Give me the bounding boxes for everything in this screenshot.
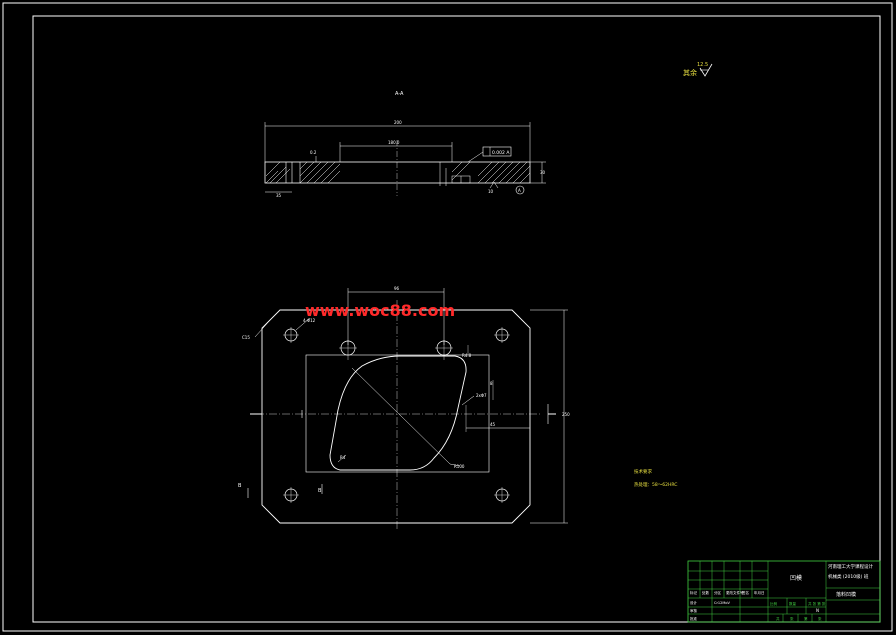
dim-hole: 2xΦ7 <box>476 393 487 398</box>
dim-bore: 180.0 <box>388 140 400 145</box>
title-sign-design: 设计 <box>690 600 698 605</box>
section-marker-left: B <box>238 483 242 489</box>
title-row-label-4: 签名 <box>742 590 749 595</box>
surface-finish-label: 其余 <box>683 68 697 77</box>
title-bottom-1: 张 <box>790 616 794 621</box>
dim-height: 30 <box>540 170 546 175</box>
section-label: A-A <box>395 91 404 97</box>
tech-notes-line1: 热处理：58～62HRC <box>634 481 677 488</box>
title-part-name: 凹模 <box>790 574 802 582</box>
dim-inner-right: R4.8 <box>462 353 472 358</box>
sheet-inner-border <box>32 15 881 623</box>
dim-offset: 45 <box>490 422 496 427</box>
title-bottom-0: 共 <box>776 616 780 621</box>
die-opening-profile <box>329 355 467 471</box>
dim-hole-note: 4-Φ12 <box>303 318 316 323</box>
section-view: A-A 200 180.0 30 <box>264 91 546 198</box>
feature-control-frame: 0.002 A <box>492 150 510 156</box>
surface-finish-value: 12.5 <box>697 62 708 68</box>
title-block: 河南理工大学课程设计 机械类 (2010级) 班 凹模 落料凹模 标记 处数 分… <box>687 560 881 623</box>
title-row-label-2: 分区 <box>714 590 722 595</box>
title-drawing-name: 落料凹模 <box>836 591 856 598</box>
dim-diag: R100 <box>454 464 465 469</box>
tech-notes-title: 技术要求 <box>634 468 652 475</box>
dim-chamfer: C15 <box>242 335 250 340</box>
title-sign-check: 审核 <box>690 608 698 613</box>
title-sign-approve: 批准 <box>690 616 698 621</box>
dim-left-step: 35 <box>276 193 282 198</box>
dim-height-right: 250 <box>562 412 570 417</box>
title-school-line1: 河南理工大学课程设计 <box>828 563 873 570</box>
dim-small: 10 <box>488 189 494 194</box>
title-bottom-3: 张 <box>818 616 822 621</box>
technical-notes: 技术要求 热处理：58～62HRC <box>634 468 677 488</box>
plan-view: 96 250 C15 4-Φ12 R4.8 <box>238 286 570 530</box>
title-mark: N <box>816 608 819 613</box>
title-sheet-label: 共 张 第 张 <box>808 601 826 606</box>
dim-width-top: 96 <box>394 286 400 291</box>
title-row-label-3: 更改文件号 <box>726 590 744 595</box>
title-row-label-1: 处数 <box>702 590 710 595</box>
title-row-label-5: 年月日 <box>754 590 765 595</box>
title-bottom-2: 第 <box>804 616 808 621</box>
title-row-label-0: 标记 <box>690 590 698 595</box>
title-qty-label: 数量 <box>789 601 797 606</box>
dim-angle: 0.2 <box>310 150 317 155</box>
watermark: www.woc88.com <box>305 301 455 320</box>
title-scale-label: 比例 <box>770 601 778 606</box>
surface-finish-mark: 其余 12.5 <box>683 62 713 77</box>
section-marker-right: B <box>318 488 322 494</box>
dim-overall: 200 <box>394 120 402 125</box>
title-school-line2: 机械类 (2010级) 班 <box>828 573 869 580</box>
dim-radius: R4 <box>340 455 346 460</box>
title-material: Cr12MoV <box>714 601 730 605</box>
datum-label: A <box>518 188 521 193</box>
dim-small-l: 8 <box>490 381 493 386</box>
